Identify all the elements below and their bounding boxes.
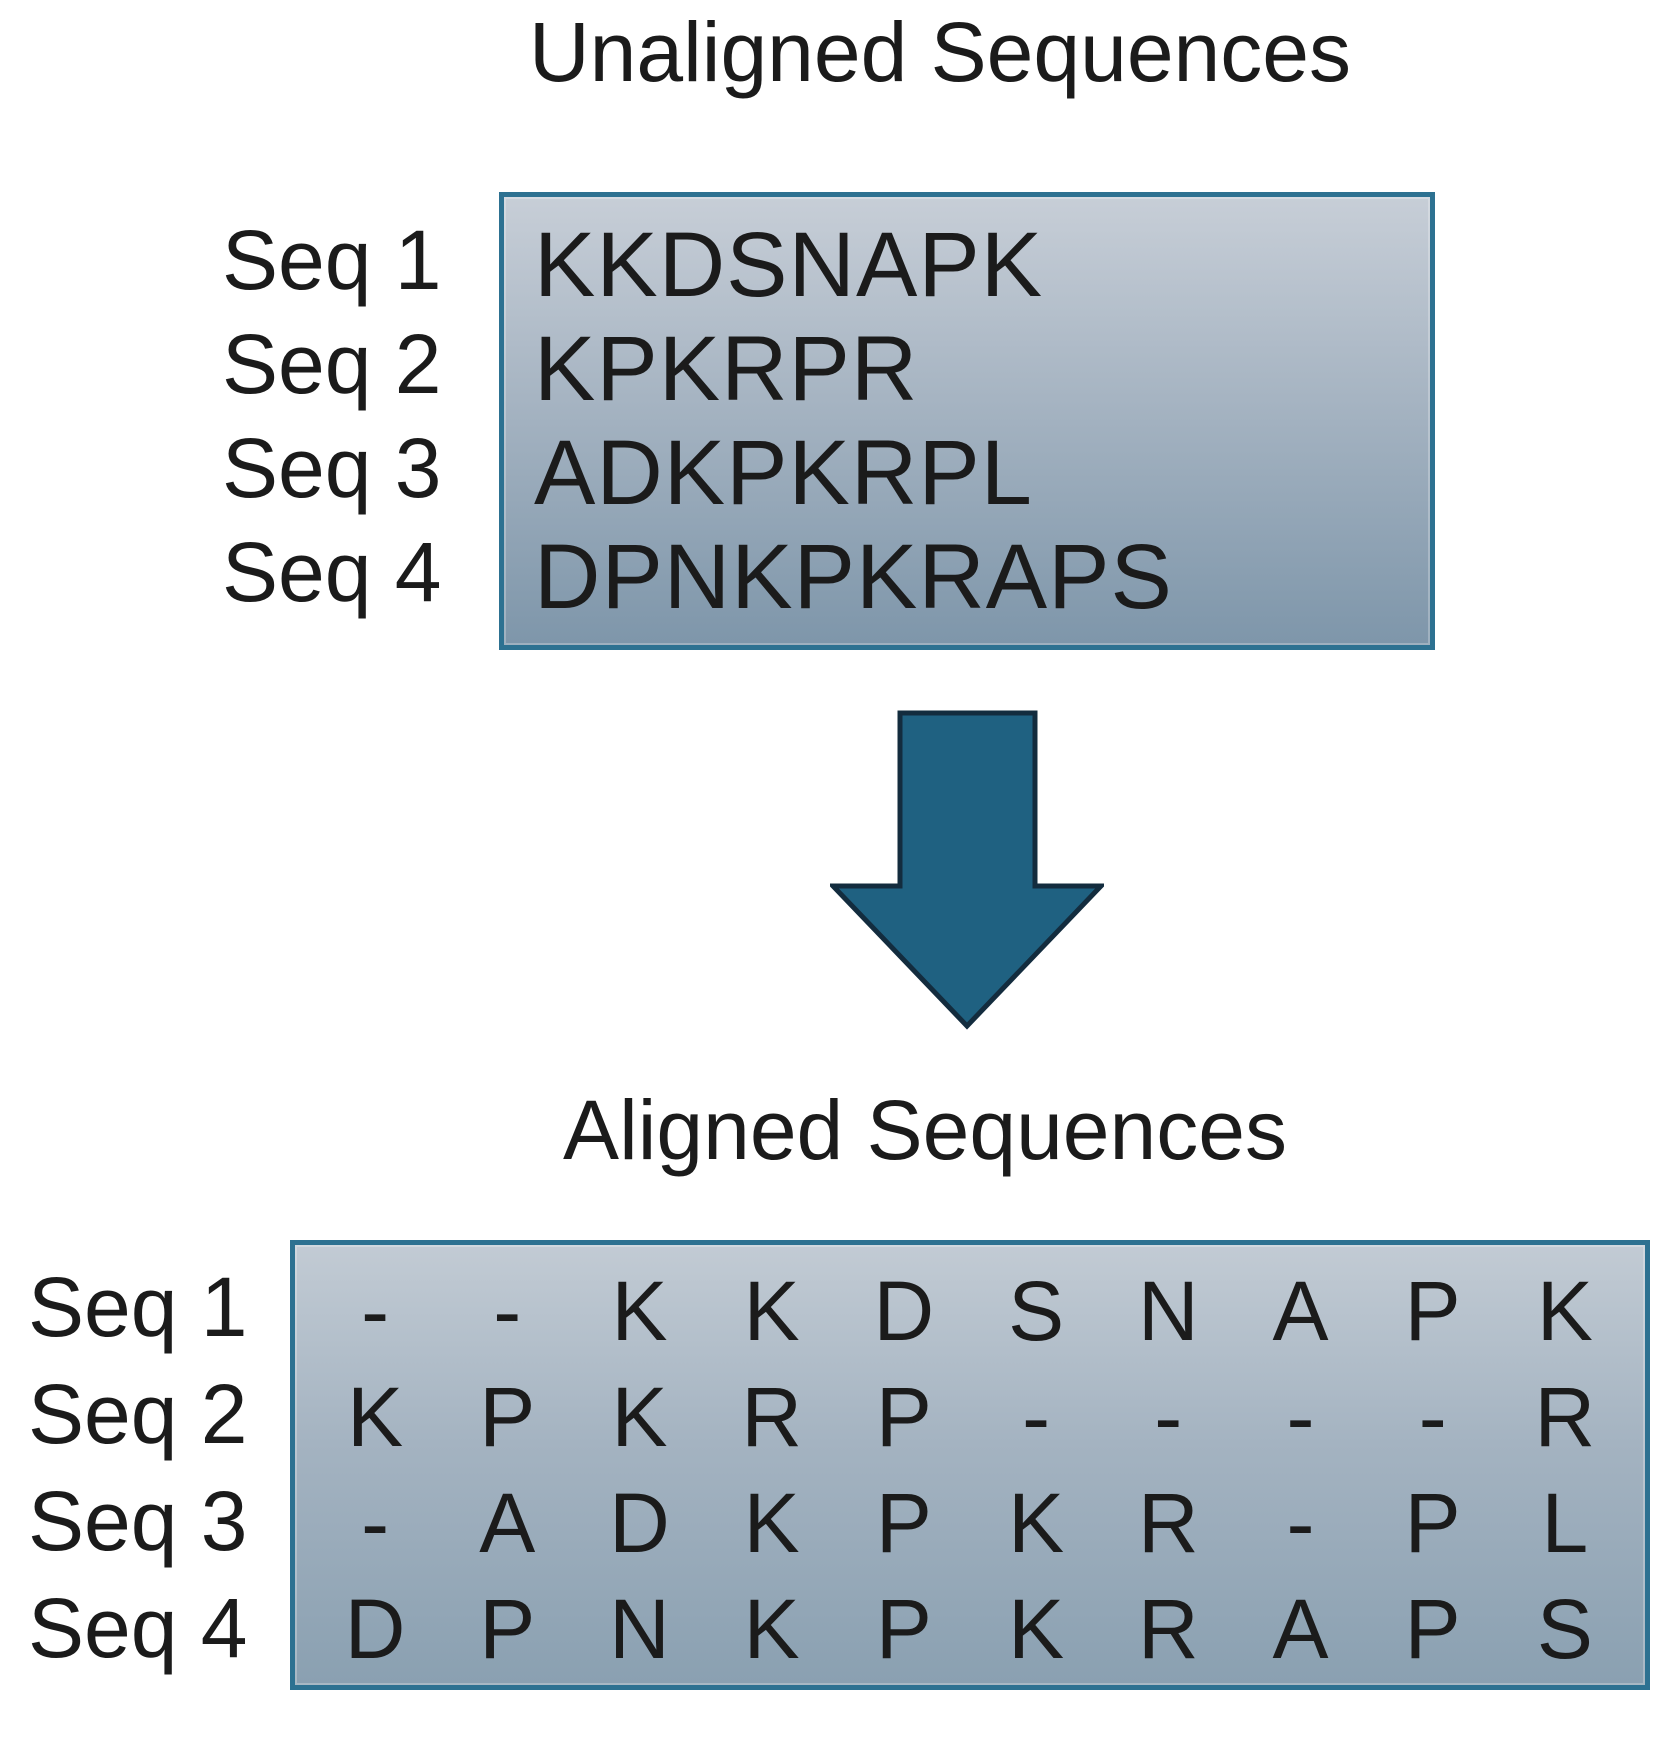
alignment-cell: - bbox=[1286, 1476, 1315, 1570]
alignment-cell: - bbox=[1154, 1370, 1183, 1464]
alignment-cell: K bbox=[743, 1264, 800, 1358]
alignment-cell: P bbox=[479, 1582, 536, 1676]
unaligned-seq3-value: ADKPKRPL bbox=[534, 422, 1033, 524]
unaligned-seq1-value: KKDSNAPK bbox=[534, 214, 1044, 316]
aligned-seq3-label: Seq 3 bbox=[28, 1474, 248, 1568]
alignment-cell: K bbox=[611, 1370, 668, 1464]
alignment-cell: D bbox=[609, 1476, 670, 1570]
unaligned-seq4-label: Seq 4 bbox=[222, 525, 442, 619]
alignment-cell: K bbox=[743, 1476, 800, 1570]
alignment-cell: P bbox=[875, 1582, 932, 1676]
aligned-seq4-label: Seq 4 bbox=[28, 1581, 248, 1675]
alignment-cell: A bbox=[1272, 1582, 1329, 1676]
aligned-seq2-label: Seq 2 bbox=[28, 1367, 248, 1461]
alignment-cell: - bbox=[361, 1476, 390, 1570]
aligned-sequences-title: Aligned Sequences bbox=[563, 1083, 1287, 1177]
alignment-cell: K bbox=[611, 1264, 668, 1358]
alignment-cell: D bbox=[873, 1264, 935, 1358]
down-arrow-icon bbox=[830, 710, 1104, 1030]
alignment-cell: P bbox=[1404, 1582, 1461, 1676]
alignment-cell: R bbox=[741, 1370, 803, 1464]
aligned-sequences-grid: - - K K D S N A P K K P K R P - - - - R … bbox=[290, 1240, 1650, 1690]
alignment-cell: K bbox=[347, 1370, 404, 1464]
alignment-cell: L bbox=[1541, 1476, 1589, 1570]
alignment-cell: - bbox=[1418, 1370, 1447, 1464]
alignment-cell: P bbox=[1404, 1476, 1461, 1570]
alignment-cell: K bbox=[1008, 1476, 1065, 1570]
unaligned-sequences-box: KKDSNAPK KPKRPR ADKPKRPL DPNKPKRAPS bbox=[499, 192, 1435, 650]
alignment-cell: - bbox=[361, 1264, 390, 1358]
aligned-label-column: Seq 1 Seq 2 Seq 3 Seq 4 bbox=[28, 1254, 248, 1682]
alignment-cell: D bbox=[344, 1582, 406, 1676]
alignment-cell: K bbox=[1008, 1582, 1065, 1676]
unaligned-seq1-label: Seq 1 bbox=[222, 213, 442, 307]
alignment-cell: P bbox=[479, 1370, 536, 1464]
alignment-cell: K bbox=[1536, 1264, 1593, 1358]
alignment-cell: - bbox=[1286, 1370, 1315, 1464]
unaligned-sequences-title: Unaligned Sequences bbox=[529, 5, 1351, 99]
alignment-cell: A bbox=[1272, 1264, 1329, 1358]
aligned-seq1-label: Seq 1 bbox=[28, 1260, 248, 1354]
alignment-cell: R bbox=[1137, 1476, 1199, 1570]
alignment-cell: S bbox=[1536, 1582, 1593, 1676]
alignment-cell: - bbox=[493, 1264, 522, 1358]
alignment-cell: R bbox=[1137, 1582, 1199, 1676]
alignment-cell: K bbox=[743, 1582, 800, 1676]
unaligned-seq4-value: DPNKPKRAPS bbox=[534, 526, 1173, 628]
unaligned-label-column: Seq 1 Seq 2 Seq 3 Seq 4 bbox=[222, 208, 442, 624]
alignment-cell: R bbox=[1534, 1370, 1596, 1464]
alignment-cell: P bbox=[875, 1370, 932, 1464]
alignment-cell: N bbox=[1137, 1264, 1199, 1358]
alignment-cell: P bbox=[875, 1476, 932, 1570]
alignment-cell: A bbox=[479, 1476, 536, 1570]
unaligned-seq2-label: Seq 2 bbox=[222, 317, 442, 411]
unaligned-seq3-label: Seq 3 bbox=[222, 421, 442, 515]
unaligned-seq2-value: KPKRPR bbox=[534, 318, 919, 420]
alignment-cell: - bbox=[1022, 1370, 1051, 1464]
alignment-cell: S bbox=[1008, 1264, 1065, 1358]
alignment-cell: P bbox=[1404, 1264, 1461, 1358]
alignment-cell: N bbox=[609, 1582, 670, 1676]
